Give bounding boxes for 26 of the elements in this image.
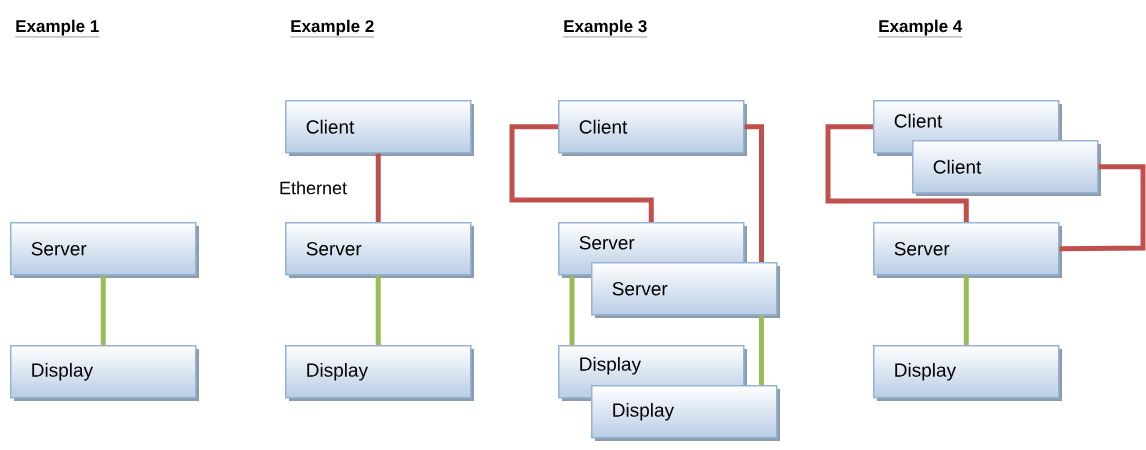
example-heading: Example 2 (290, 19, 375, 38)
component-box: Server (285, 222, 474, 278)
connector-line (569, 275, 575, 345)
component-box: Server (873, 222, 1062, 278)
edge-label: Ethernet (278, 180, 349, 196)
component-box: Server (591, 262, 780, 318)
connector-line (375, 275, 381, 345)
component-box: Client (285, 100, 474, 156)
component-box: Server (10, 222, 199, 278)
example-heading: Example 4 (878, 19, 963, 38)
component-box: Display (10, 345, 199, 401)
example-heading: Example 1 (15, 19, 100, 38)
connector-line (825, 124, 969, 222)
connector-line (759, 315, 764, 385)
example-heading: Example 3 (563, 19, 648, 38)
connector-line (100, 275, 106, 345)
component-box: Display (873, 345, 1062, 401)
component-box: Client (558, 100, 747, 156)
connector-line (744, 124, 764, 262)
component-box: Display (591, 385, 780, 441)
connector-line (509, 124, 654, 222)
connector-line (375, 153, 381, 222)
component-box: Client (912, 140, 1101, 196)
connector-line (963, 275, 969, 345)
connector-line (1059, 164, 1146, 252)
component-box: Display (285, 345, 474, 401)
